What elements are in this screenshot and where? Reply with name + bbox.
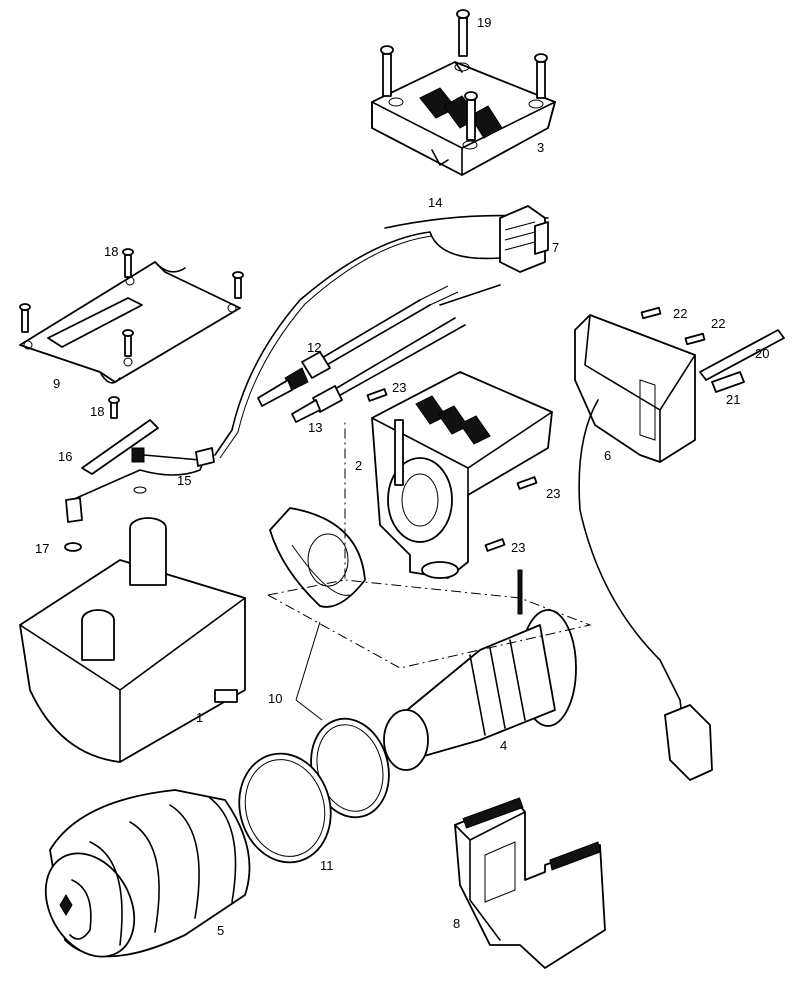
label-12: 12 <box>307 340 321 355</box>
label-14: 14 <box>428 195 442 210</box>
clamp-16 <box>81 396 159 475</box>
combustion-tube-4 <box>383 569 577 771</box>
label-9: 9 <box>53 376 60 391</box>
label-21: 21 <box>726 392 740 407</box>
label-2: 2 <box>355 458 362 473</box>
label-18b: 18 <box>90 404 104 419</box>
screws-23 <box>366 388 538 552</box>
sensor-17 <box>64 497 83 552</box>
cover-plate <box>19 261 241 384</box>
label-4: 4 <box>500 738 507 753</box>
label-1: 1 <box>196 710 203 725</box>
label-7: 7 <box>552 240 559 255</box>
screws-22-20-21 <box>640 306 785 393</box>
label-22b: 22 <box>711 316 725 331</box>
label-16: 16 <box>58 449 72 464</box>
assembly-guideline <box>267 420 592 669</box>
label-5: 5 <box>217 923 224 938</box>
label-23b: 23 <box>546 486 560 501</box>
sensor-12 <box>257 285 459 407</box>
label-6: 6 <box>604 448 611 463</box>
label-22a: 22 <box>673 306 687 321</box>
label-8: 8 <box>453 916 460 931</box>
control-unit-cover <box>371 61 556 176</box>
label-18a: 18 <box>104 244 118 259</box>
cover-plate-screws-18 <box>19 248 244 357</box>
burner-housing <box>371 371 553 579</box>
leader-10 <box>295 621 323 721</box>
part-labels: 1 2 3 4 5 6 7 8 9 10 11 12 13 14 15 16 1… <box>35 15 769 938</box>
heat-exchanger-1 <box>19 517 246 763</box>
label-3: 3 <box>537 140 544 155</box>
muffler-5 <box>44 789 251 958</box>
label-23a: 23 <box>392 380 406 395</box>
sensor-15 <box>71 447 215 501</box>
ring-10 <box>310 717 390 819</box>
label-10: 10 <box>268 691 282 706</box>
label-17: 17 <box>35 541 49 556</box>
label-13: 13 <box>308 420 322 435</box>
control-box-6 <box>574 314 713 781</box>
ring-11 <box>238 752 332 864</box>
sensor-13 <box>291 284 501 423</box>
label-20: 20 <box>755 346 769 361</box>
label-19: 19 <box>477 15 491 30</box>
label-23c: 23 <box>511 540 525 555</box>
label-11: 11 <box>320 858 334 873</box>
label-15: 15 <box>177 473 191 488</box>
cover-screws-19 <box>380 9 548 141</box>
bracket-8 <box>454 797 606 969</box>
gasket-10 <box>269 507 366 608</box>
cable-harness <box>214 205 549 459</box>
